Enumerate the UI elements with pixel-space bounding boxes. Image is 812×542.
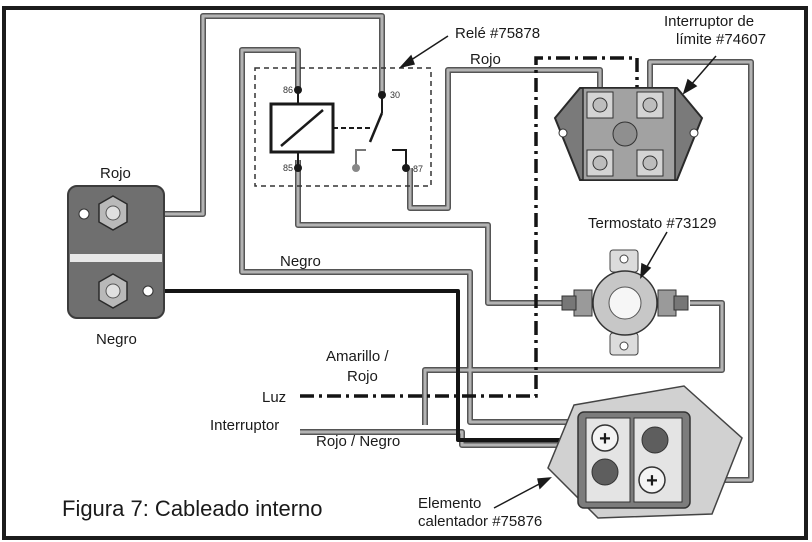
battery-negro-label: Negro <box>96 331 137 348</box>
element-label-line1: Elemento <box>418 495 481 512</box>
rojo-top-label: Rojo <box>470 51 501 68</box>
relay-pin-30: 30 <box>390 90 400 100</box>
element-dark-terminal-2 <box>641 426 669 454</box>
amarillo-label-line1: Amarillo / <box>326 348 389 365</box>
relay-dashed-box <box>254 67 432 187</box>
relay-pin-86: 86 <box>283 85 293 95</box>
luz-dashdot-line <box>300 56 639 398</box>
element-positive-terminal <box>591 424 619 452</box>
plus-symbol-lower: + <box>646 470 658 492</box>
negro-wire-label: Negro <box>280 253 321 270</box>
interruptor-label: Interruptor <box>210 417 279 434</box>
figure-frame <box>2 6 808 540</box>
element-dark-terminal <box>591 458 619 486</box>
luz-label: Luz <box>262 389 286 406</box>
relay: 86 85 30 87 <box>254 67 432 187</box>
leader-arrows <box>398 35 717 509</box>
element-label-line2: calentador #75876 <box>418 513 542 530</box>
relay-switch-arm <box>368 112 384 143</box>
amarillo-label-line2: Rojo <box>347 368 378 385</box>
limit-switch <box>553 87 704 181</box>
limit-switch-label-line1: Interruptor de <box>664 13 754 30</box>
limit-switch-label-line2: límite #74607 <box>676 31 766 48</box>
relay-pin-87: 87 <box>413 164 423 174</box>
relay-nc-contact <box>352 164 360 172</box>
relay-pin-85: 85 <box>283 163 293 173</box>
gray-wires <box>135 13 754 483</box>
figure-caption: Figura 7: Cableado interno <box>62 496 323 521</box>
black-wire <box>135 289 588 442</box>
rojo-negro-label: Rojo / Negro <box>316 433 400 450</box>
battery-rojo-label: Rojo <box>100 165 131 182</box>
relay-label: Relé #75878 <box>455 25 540 42</box>
thermostat <box>561 249 689 356</box>
thermostat-label: Termostato #73129 <box>588 215 716 232</box>
plus-symbol-upper: + <box>599 428 611 450</box>
battery-terminal-block <box>67 185 165 319</box>
heating-element: + + <box>547 385 743 519</box>
element-positive-terminal-2 <box>638 466 666 494</box>
